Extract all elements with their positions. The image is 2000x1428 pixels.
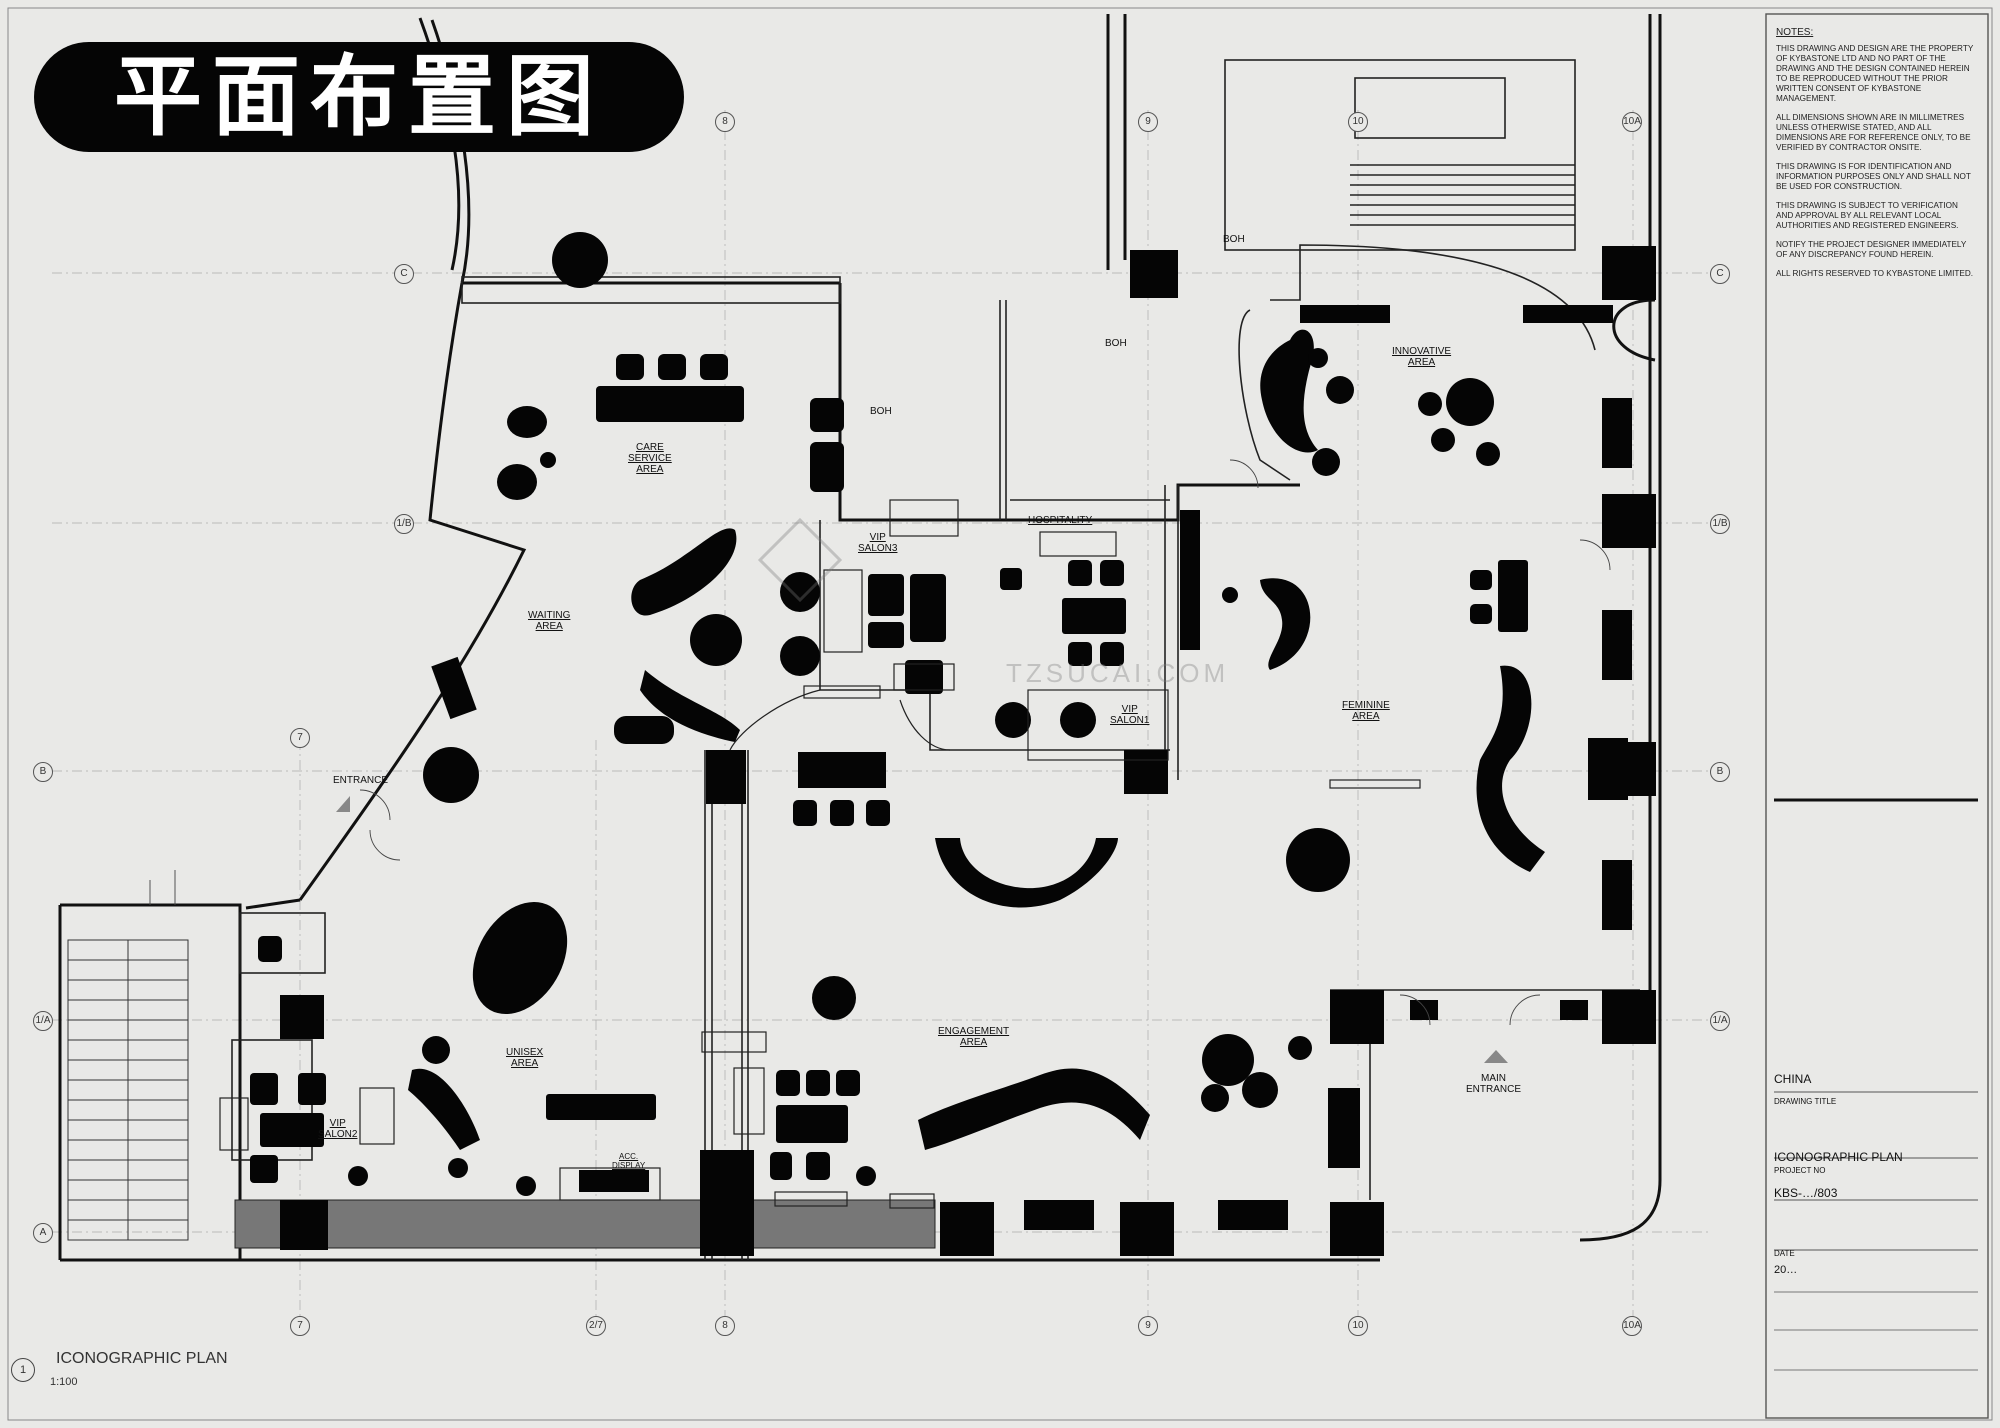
room-label-vip-salon1: VIP SALON1 <box>1110 704 1150 726</box>
grid-tag-1a-left: 1/A <box>33 1011 53 1031</box>
exterior-walls <box>58 14 1662 1262</box>
title-block-drawing-title-label: DRAWING TITLE <box>1774 1097 1837 1106</box>
title-block-project-no-label: PROJECT NO <box>1774 1166 1826 1175</box>
title-block-frame <box>1765 13 1989 1419</box>
entrance-arrows <box>336 796 1508 1063</box>
note-item: THIS DRAWING IS FOR IDENTIFICATION AND I… <box>1776 162 1971 191</box>
grid-tag-7-mid: 7 <box>290 728 310 748</box>
title-block-date-label: DATE <box>1774 1249 1795 1258</box>
room-label-vip-salon2: VIP SALON2 <box>318 1118 358 1140</box>
grid-tag-b-left: B <box>33 762 53 782</box>
grid-tag-c-left: C <box>394 264 414 284</box>
sheet-border <box>7 7 1993 1421</box>
stair <box>67 939 189 1241</box>
room-label-boh-3: BOH <box>1223 234 1245 245</box>
plan-caption-scale: 1:100 <box>50 1376 78 1388</box>
grid-tag-1a-right: 1/A <box>1710 1011 1730 1031</box>
furniture <box>250 232 1632 1230</box>
grid-tag-7-bottom: 7 <box>290 1316 310 1336</box>
grid-tag-1b-left: 1/B <box>394 514 414 534</box>
room-label-innovative: INNOVATIVE AREA <box>1392 346 1452 368</box>
grid-tag-10a-bottom: 10A <box>1622 1316 1642 1336</box>
notes-title: NOTES: <box>1776 27 1814 38</box>
grid-tag-1b-right: 1/B <box>1710 514 1730 534</box>
grid-tag-2-7-bottom: 2/7 <box>586 1316 606 1336</box>
room-label-boh-2: BOH <box>1105 338 1127 349</box>
title-block-drawing-title: ICONOGRAPHIC PLAN <box>1774 1150 1903 1164</box>
note-item: THIS DRAWING IS SUBJECT TO VERIFICATION … <box>1776 201 1959 230</box>
grid-tag-b-right: B <box>1710 762 1730 782</box>
room-label-care-service: CARE SERVICE AREA <box>628 442 672 475</box>
room-label-entrance: ENTRANCE <box>333 775 389 786</box>
room-label-boh-1: BOH <box>870 406 892 417</box>
notes-panel: NOTES: THIS DRAWING AND DESIGN ARE THE P… <box>1776 28 1976 288</box>
grid-tag-10-bottom: 10 <box>1348 1316 1368 1336</box>
watermark-text: TZSUCAI.COM <box>1006 658 1230 688</box>
room-label-vip-salon3: VIP SALON3 <box>858 532 898 554</box>
door-swings <box>149 459 1611 1026</box>
note-item: ALL RIGHTS RESERVED TO KYBASTONE LIMITED… <box>1776 269 1974 278</box>
grid-tag-8-bottom: 8 <box>715 1316 735 1336</box>
grid-tag-9-top: 9 <box>1138 112 1158 132</box>
grid-tag-10-top: 10 <box>1348 112 1368 132</box>
title-badge: 平面布置图 <box>34 42 684 152</box>
note-item: NOTIFY THE PROJECT DESIGNER IMMEDIATELY … <box>1776 240 1967 259</box>
title-block-date: 20… <box>1774 1264 1798 1276</box>
grid-tag-10a-top: 10A <box>1622 112 1642 132</box>
plan-caption-number: 1 <box>11 1358 35 1382</box>
grid-tag-9-bottom: 9 <box>1138 1316 1158 1336</box>
note-item: THIS DRAWING AND DESIGN ARE THE PROPERTY… <box>1776 44 1974 103</box>
title-block-project-no: KBS-…/803 <box>1774 1186 1838 1200</box>
room-label-main-entrance: MAIN ENTRANCE <box>1466 1073 1522 1095</box>
grid-tag-8-top: 8 <box>715 112 735 132</box>
title-block-country: CHINA <box>1774 1072 1812 1086</box>
columns <box>280 246 1656 1256</box>
room-label-hospitality: HOSPITALITY <box>1028 515 1093 526</box>
grid-tag-a-left: A <box>33 1223 53 1243</box>
display-base-strip <box>234 1199 936 1249</box>
fixtures-outline <box>219 499 1421 1209</box>
room-label-feminine: FEMININE AREA <box>1342 700 1390 722</box>
room-label-acc-display: ACC. DISPLAY <box>612 1152 646 1170</box>
title-badge-text: 平面布置图 <box>113 45 604 148</box>
room-label-unisex: UNISEX AREA <box>506 1047 544 1069</box>
grid-tag-c-right: C <box>1710 264 1730 284</box>
room-label-engagement: ENGAGEMENT AREA <box>938 1026 1010 1048</box>
plan-caption-title: ICONOGRAPHIC PLAN <box>56 1350 228 1367</box>
note-item: ALL DIMENSIONS SHOWN ARE IN MILLIMETRES … <box>1776 113 1971 152</box>
watermark-mark <box>757 517 843 603</box>
room-label-waiting: WAITING AREA <box>528 610 571 632</box>
